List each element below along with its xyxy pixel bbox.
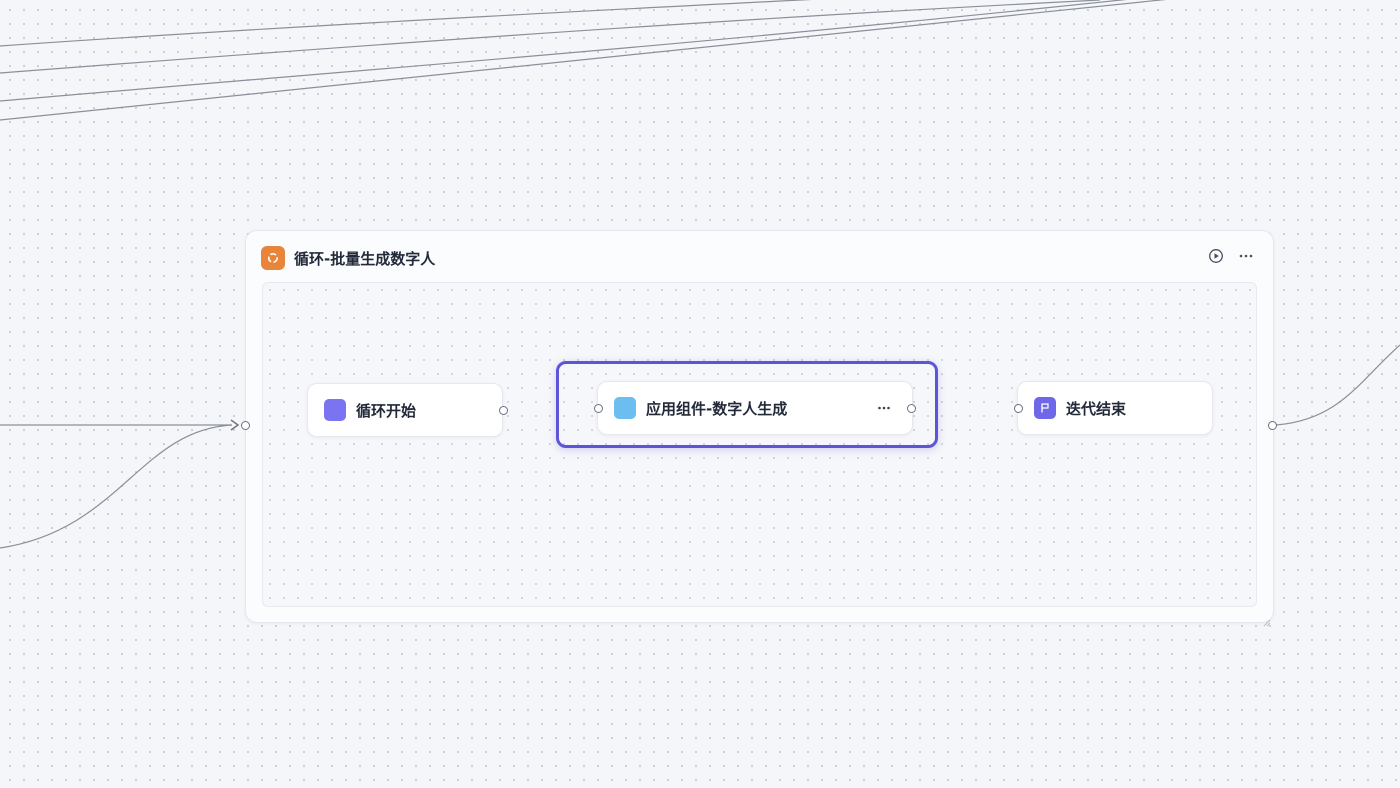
run-test-icon[interactable] — [1207, 247, 1225, 265]
node-label: 应用组件-数字人生成 — [646, 399, 788, 418]
node-label: 循环开始 — [356, 401, 417, 420]
edge-line — [0, 0, 813, 47]
edge-arrow — [230, 419, 240, 431]
edge-line — [0, 424, 233, 549]
start-icon — [324, 399, 346, 421]
iteration-end-input-handle[interactable] — [1014, 404, 1023, 413]
loop-start-output-handle[interactable] — [499, 406, 508, 415]
loop-input-handle[interactable] — [241, 421, 250, 430]
app-component-icon — [614, 397, 636, 419]
more-icon[interactable] — [1237, 247, 1255, 265]
loop-title: 循环-批量生成数字人 — [294, 249, 436, 268]
edge-line — [0, 0, 1168, 121]
loop-body-canvas[interactable] — [262, 282, 1257, 607]
node-iteration-end[interactable]: 迭代结束 — [1017, 381, 1213, 435]
node-app-component[interactable]: 应用组件-数字人生成 — [597, 381, 913, 435]
loop-header: 循环-批量生成数字人 — [261, 246, 435, 270]
flag-icon — [1034, 397, 1056, 419]
loop-actions — [1207, 247, 1255, 265]
app-component-input-handle[interactable] — [594, 404, 603, 413]
app-component-output-handle[interactable] — [907, 404, 916, 413]
more-icon[interactable] — [876, 400, 892, 416]
resize-handle[interactable] — [1263, 612, 1271, 627]
edge-line — [0, 0, 1127, 102]
edge-line — [0, 0, 1101, 74]
node-label: 迭代结束 — [1066, 399, 1127, 418]
edge-line — [1275, 344, 1400, 426]
loop-icon — [261, 246, 285, 270]
loop-output-handle[interactable] — [1268, 421, 1277, 430]
node-loop-start[interactable]: 循环开始 — [307, 383, 503, 437]
